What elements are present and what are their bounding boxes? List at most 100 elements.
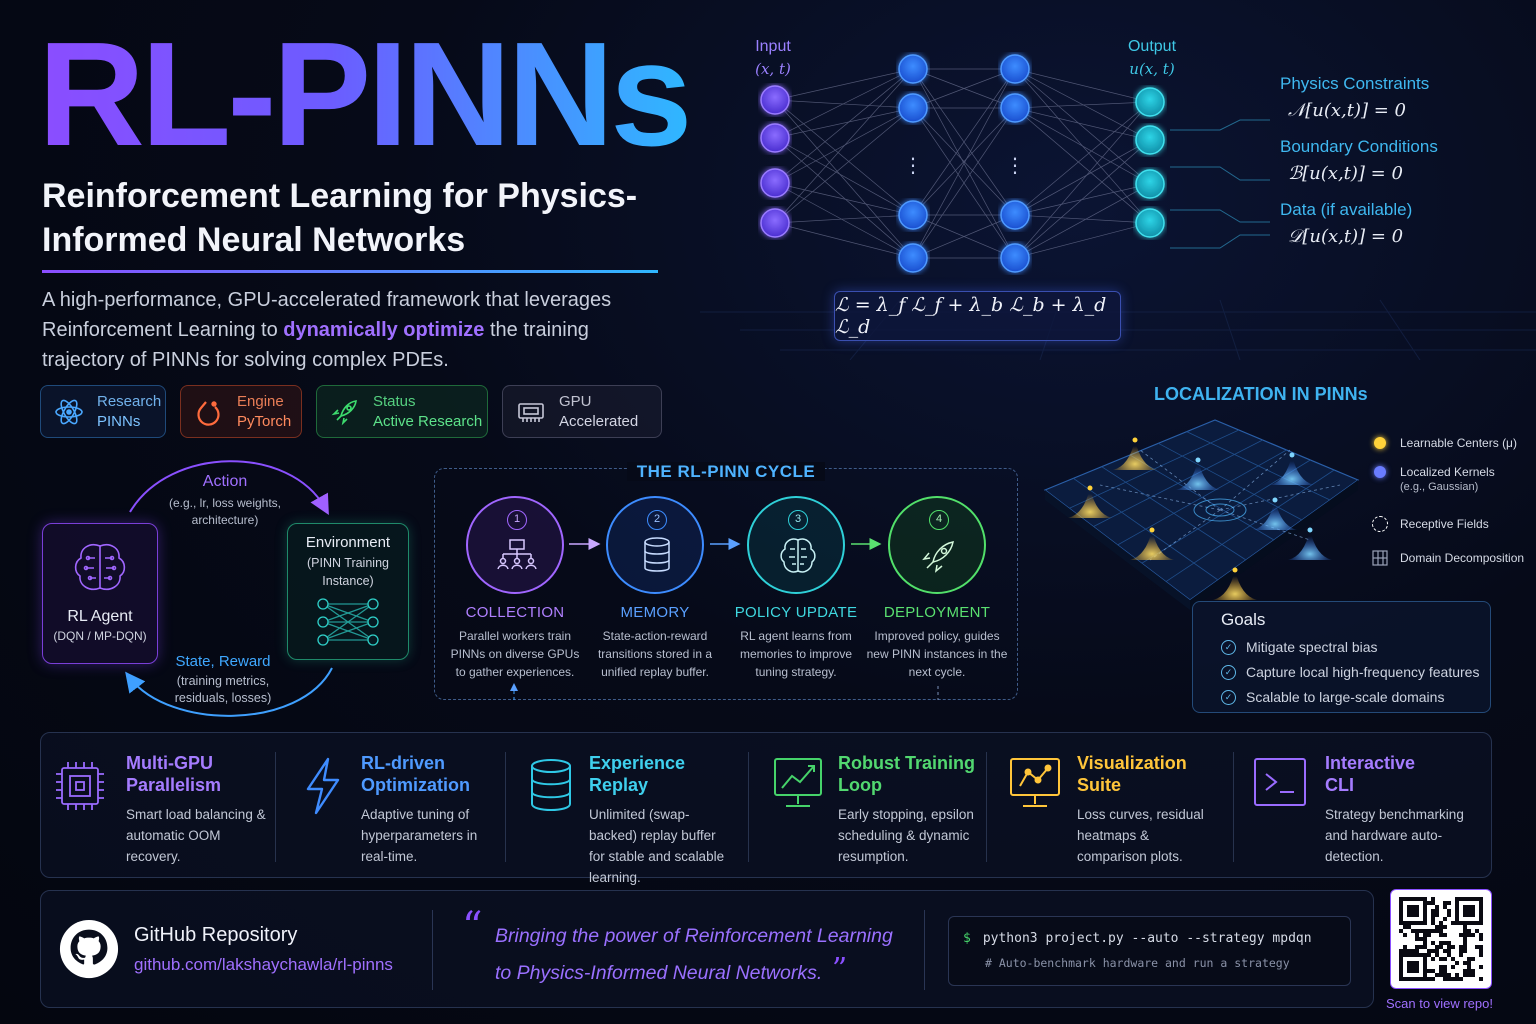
- qr-module: [1447, 977, 1451, 981]
- network-edge: [1014, 139, 1151, 216]
- qr-module: [1399, 969, 1403, 973]
- network-edge: [912, 107, 1016, 259]
- qr-module: [1399, 913, 1403, 917]
- qr-module: [1423, 897, 1427, 901]
- qr-module: [1463, 937, 1467, 941]
- input-vars: (x, t): [755, 60, 791, 78]
- network-edge: [774, 68, 914, 139]
- qr-module: [1415, 969, 1419, 973]
- network-edge: [774, 68, 914, 224]
- qr-module: [1479, 909, 1483, 913]
- qr-module: [1423, 973, 1427, 977]
- learnable-center: [1289, 452, 1295, 458]
- receptive-field-rays: [1099, 449, 1341, 561]
- qr-module: [1399, 977, 1403, 981]
- qr-module: [1459, 977, 1463, 981]
- cycle-step-memory: 2 MEMORY State-action-reward transitions…: [584, 496, 726, 681]
- qr-module: [1479, 965, 1483, 969]
- qr-module: [1419, 977, 1423, 981]
- qr-module: [1423, 965, 1427, 969]
- qr-module: [1431, 917, 1435, 921]
- qr-module: [1415, 905, 1419, 909]
- qr-module: [1447, 913, 1451, 917]
- qr-module: [1463, 921, 1467, 925]
- qr-module: [1411, 897, 1415, 901]
- qr-module: [1451, 965, 1455, 969]
- github-icon[interactable]: [58, 918, 120, 980]
- qr-module: [1431, 901, 1435, 905]
- qr-module: [1427, 977, 1431, 981]
- qr-module: [1435, 949, 1439, 953]
- qr-module: [1411, 905, 1415, 909]
- receptive-field: [1193, 498, 1247, 522]
- network-node: [1000, 200, 1030, 230]
- qr-module: [1479, 937, 1483, 941]
- learnable-center: [1272, 497, 1278, 503]
- brain-icon: [780, 538, 816, 573]
- step-number: 1: [507, 510, 527, 530]
- qr-module: [1443, 901, 1447, 905]
- qr-module: [1459, 945, 1463, 949]
- qr-module: [1463, 941, 1467, 945]
- qr-module: [1467, 961, 1471, 965]
- qr-module: [1439, 957, 1443, 961]
- learnable-center: [1087, 485, 1093, 491]
- goal-text: Mitigate spectral bias: [1246, 639, 1378, 655]
- qr-module: [1447, 953, 1451, 957]
- qr-module: [1399, 901, 1403, 905]
- step-circle: 3: [747, 496, 845, 594]
- network-edge: [774, 222, 914, 259]
- qr-module: [1407, 905, 1411, 909]
- qr-module: [1431, 977, 1435, 981]
- qr-module: [1471, 897, 1475, 901]
- output-vars: u(x, t): [1129, 60, 1175, 78]
- network-edge: [774, 68, 914, 184]
- qr-module: [1463, 929, 1467, 933]
- qr-module: [1407, 921, 1411, 925]
- qr-module: [1463, 925, 1467, 929]
- network-edge: [774, 137, 914, 259]
- network-node: [898, 93, 928, 123]
- feature-title: Robust Training: [838, 753, 975, 773]
- qr-module: [1463, 897, 1467, 901]
- qr-module: [1431, 969, 1435, 973]
- network-node: [1135, 208, 1165, 238]
- network-node: [760, 168, 790, 198]
- qr-module: [1407, 977, 1411, 981]
- cycle-title-text: THE RL-PINN CYCLE: [626, 462, 826, 481]
- qr-module: [1443, 965, 1447, 969]
- legend-receptive-fields: Receptive Fields: [1372, 516, 1489, 532]
- constraint-title: Data (if available): [1280, 200, 1413, 219]
- step-description: Parallel workers train PINNs on diverse …: [450, 629, 580, 679]
- qr-module: [1443, 933, 1447, 937]
- legend-domain-decomposition: Domain Decomposition: [1372, 550, 1524, 566]
- qr-module: [1451, 957, 1455, 961]
- cycle-arrows: [510, 538, 939, 700]
- command-block[interactable]: $python3 project.py --auto --strategy mp…: [948, 916, 1351, 986]
- agent-subtitle: (DQN / MP-DQN): [53, 629, 147, 643]
- quote-line: Bringing the power of Reinforcement Lear…: [495, 925, 893, 947]
- kernel-peak: [1068, 488, 1112, 518]
- qr-module: [1423, 977, 1427, 981]
- legend-label: Localized Kernels: [1400, 465, 1495, 479]
- action-arrow: [129, 460, 329, 515]
- qr-code[interactable]: [1390, 889, 1492, 989]
- qr-module: [1411, 953, 1415, 957]
- network-connections: [774, 68, 1151, 259]
- workers-icon: [497, 539, 537, 570]
- network-edge: [774, 182, 914, 216]
- network-edge: [1014, 214, 1151, 224]
- environment-subtitle: (PINN Training: [307, 556, 389, 570]
- action-title: Action: [202, 473, 248, 490]
- hidden-layer-dots: ⋮: [1005, 153, 1025, 177]
- qr-module: [1459, 933, 1463, 937]
- qr-module: [1471, 933, 1475, 937]
- repo-link[interactable]: github.com/lakshaychawla/rl-pinns: [134, 955, 393, 974]
- network-edge: [1014, 101, 1151, 259]
- qr-module: [1467, 897, 1471, 901]
